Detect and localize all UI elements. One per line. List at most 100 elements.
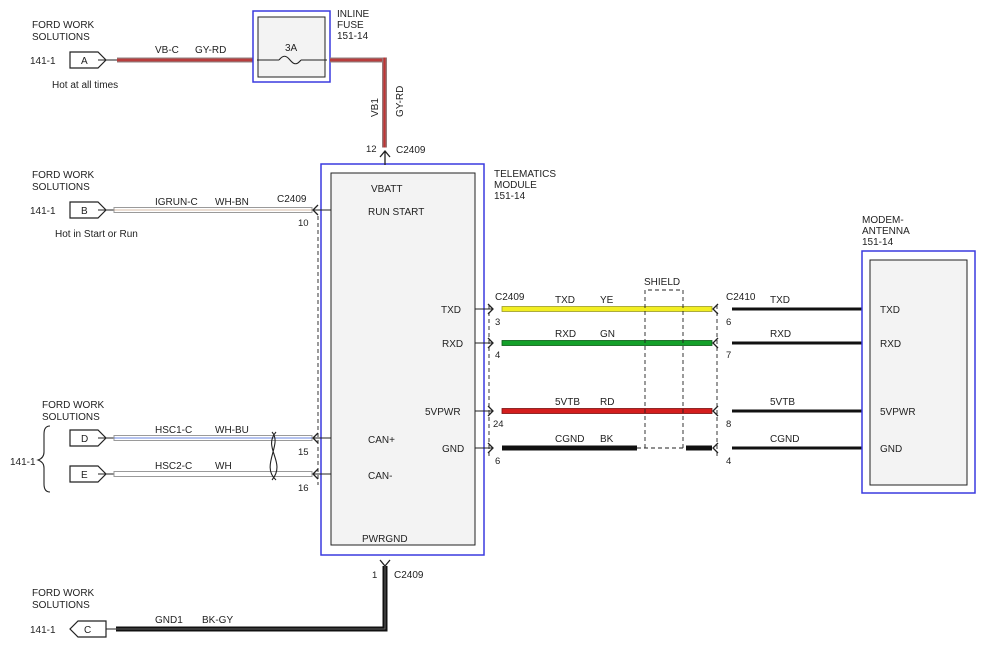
source-c-ref: 141-1 [30,625,56,636]
wire-gnd1-circuit: GND1 [155,615,183,626]
modem-antenna: MODEM- ANTENNA 151-14 TXD RXD 5VPWR GND [861,215,976,494]
wire-vb-c[interactable] [117,57,257,63]
wire-5vtb-right: 5VTB [770,397,795,408]
source-b-ref: 141-1 [30,206,56,217]
wire-txd-circuit: TXD [555,295,575,306]
pin-16-label: 16 [298,483,309,494]
pin-3-label: 3 [495,317,500,328]
c2410-label: C2410 [726,292,756,303]
c2409-right-label: C2409 [495,292,525,303]
wire-5vtb-color: RD [600,397,614,408]
pin-4b-label: 4 [726,456,731,467]
connector-d-letter: D [81,434,88,445]
source-de-title-2: SOLUTIONS [42,412,100,423]
antenna-pin-5vpwr: 5VPWR [880,407,916,418]
source-a: FORD WORK SOLUTIONS 141-1 A Hot at all t… [30,20,257,91]
connector-b-letter: B [81,206,88,217]
wire-vb1-circuit: VB1 [370,98,381,117]
harness: C2409 C2410 3 6 TXD YE TXD 4 7 RXD GN RX… [475,277,870,467]
wire-cgnd-circuit: CGND [555,434,584,445]
fuse-title-3: 151-14 [337,31,369,42]
connector-c2410-pin6[interactable] [712,303,719,315]
source-b-title-1: FORD WORK [32,170,95,181]
wire-hsc2-c-circuit: HSC2-C [155,461,192,472]
wire-vb1-v[interactable] [382,57,387,148]
source-b-note: Hot in Start or Run [55,229,138,240]
connector-c-letter: C [84,625,91,636]
wire-gnd1-color: BK-GY [202,615,233,626]
module-pin-rxd: RXD [442,339,463,350]
connector-c2409-pin3[interactable] [487,303,494,315]
module-title-3: 151-14 [494,191,526,202]
source-b-title-2: SOLUTIONS [32,182,90,193]
source-c: FORD WORK SOLUTIONS 141-1 C GND1 BK-GY [30,566,388,638]
wire-rxd-circuit: RXD [555,329,576,340]
wire-vb1-h[interactable] [330,57,387,63]
shield-outline[interactable] [644,289,684,448]
wire-rxd-right: RXD [770,329,791,340]
connector-c2410-pin4[interactable] [712,442,719,454]
pin-15-label: 15 [298,447,309,458]
wire-txd-color: YE [600,295,614,306]
connector-a-flag[interactable] [69,51,107,69]
telematics-module: TELEMATICS MODULE 151-14 VBATT RUN START… [320,144,556,581]
connector-c2410-pin7[interactable] [712,337,719,349]
antenna-title-2: ANTENNA [862,226,910,237]
wire-vb1-color: GY-RD [395,86,406,117]
wire-rxd[interactable] [501,340,713,346]
wire-rxd-color: GN [600,329,615,340]
module-pin-pwrgnd: PWRGND [362,534,408,545]
source-de-title-1: FORD WORK [42,400,105,411]
wire-txd[interactable] [501,306,713,312]
c2409-top-label: C2409 [396,145,426,156]
connector-c2409-pin24[interactable] [487,405,494,417]
module-pin-can-minus: CAN- [368,471,392,482]
c2409-run-label: C2409 [277,194,307,205]
fuse-title-2: FUSE [337,20,364,31]
connector-c2409-pin6[interactable] [487,442,494,454]
wire-5vtb[interactable] [501,408,713,414]
source-de: FORD WORK SOLUTIONS 141-1 D HSC1-C WH-BU… [10,400,331,494]
wire-hsc2-c-color: WH [215,461,232,472]
wire-txd-right: TXD [770,295,790,306]
pin-4-label: 4 [495,350,500,361]
source-de-ref: 141-1 [10,457,36,468]
pin-10-label: 10 [298,218,309,229]
pin-6b-label: 6 [726,317,731,328]
module-pin-vbatt: VBATT [371,184,402,195]
antenna-pin-txd: TXD [880,305,900,316]
c2409-bottom-label: C2409 [394,570,424,581]
source-c-title-2: SOLUTIONS [32,600,90,611]
twisted-pair-icon [269,431,278,481]
module-pin-gnd: GND [442,444,464,455]
wire-hsc1-c-circuit: HSC1-C [155,425,192,436]
antenna-title-1: MODEM- [862,215,904,226]
source-a-title-2: SOLUTIONS [32,32,90,43]
connector-c2409-pin1[interactable] [379,559,391,568]
connector-e-flag[interactable] [69,465,107,483]
connector-c2410-pin8[interactable] [712,405,719,417]
module-pin-5vpwr: 5VPWR [425,407,461,418]
inline-fuse: 3A INLINE FUSE 151-14 VB1 GY-RD [252,9,406,148]
wire-vb-c-color: GY-RD [195,45,226,56]
fuse-icon [278,55,302,65]
source-a-note: Hot at all times [52,80,118,91]
antenna-title-3: 151-14 [862,237,894,248]
module-title-2: MODULE [494,180,537,191]
wire-cgnd-color: BK [600,434,614,445]
bracket-icon [36,425,51,493]
module-pin-run-start: RUN START [368,207,424,218]
pin-24-label: 24 [493,419,504,430]
wire-igrun-c-circuit: IGRUN-C [155,197,198,208]
wire-hsc2-c[interactable] [113,471,313,477]
connector-d-flag[interactable] [69,429,107,447]
connector-c2409-pin12[interactable] [379,149,391,165]
module-pin-can-plus: CAN+ [368,435,395,446]
pin-1-label: 1 [372,570,377,581]
wire-igrun-c-color: WH-BN [215,197,249,208]
connector-c-flag[interactable] [69,620,107,638]
connector-b-flag[interactable] [69,201,107,219]
pin-12-label: 12 [366,144,377,155]
connector-c2409-pin4[interactable] [487,337,494,349]
